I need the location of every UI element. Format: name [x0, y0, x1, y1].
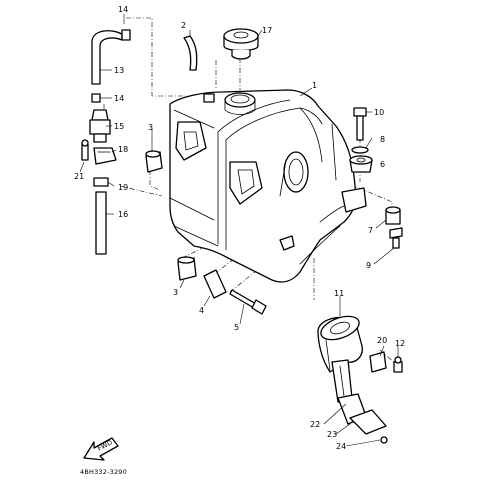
leader-lines [79, 14, 399, 447]
callout-19: 19 [118, 183, 128, 192]
fuel-pump-bracket [369, 351, 387, 373]
fuel-hose-upper [91, 29, 131, 103]
callout-12: 12 [395, 339, 405, 348]
callout-6: 6 [380, 160, 385, 169]
washer [351, 146, 369, 154]
callout-4: 4 [199, 306, 204, 315]
bolt-lower [229, 289, 267, 315]
callout-3-lower: 3 [173, 288, 178, 297]
callout-7: 7 [368, 226, 373, 235]
callout-18: 18 [118, 145, 128, 154]
collar [203, 269, 227, 299]
callout-2: 2 [181, 21, 186, 30]
callout-13: 13 [114, 66, 124, 75]
fuel-pump-assembly [317, 315, 387, 435]
callout-15: 15 [114, 122, 124, 131]
damper-side [385, 206, 401, 225]
callout-5: 5 [234, 323, 239, 332]
callout-21: 21 [74, 172, 84, 181]
part-code: 4BH332-3290 [80, 468, 127, 476]
bolt-upper [353, 107, 367, 141]
callout-14-top: 14 [118, 5, 128, 14]
bolt-side [389, 227, 403, 249]
fuel-tank [169, 89, 367, 283]
damper-right [349, 155, 373, 173]
fuel-cock-bracket [81, 139, 117, 165]
callout-8: 8 [380, 135, 385, 144]
damper-upper [145, 150, 163, 173]
hose-clip [93, 177, 109, 187]
fwd-arrow: FWD [83, 437, 119, 461]
damper-lower [177, 256, 197, 281]
callout-11: 11 [334, 289, 344, 298]
callout-1: 1 [312, 81, 317, 90]
callout-16: 16 [118, 210, 128, 219]
fuel-pump-screw [393, 356, 403, 373]
callout-9: 9 [366, 261, 371, 270]
filler-cap [223, 28, 259, 60]
fuel-hose-lower [95, 191, 107, 255]
pump-filter [380, 436, 388, 444]
fuel-cock [89, 109, 111, 143]
callout-3-upper: 3 [148, 123, 153, 132]
callout-24: 24 [336, 442, 346, 451]
callout-23: 23 [327, 430, 337, 439]
callout-labels: 14 2 17 1 13 14 15 3 18 21 19 16 10 8 6 … [74, 5, 405, 451]
callout-10: 10 [374, 108, 384, 117]
breather-hose [183, 35, 198, 71]
callout-20: 20 [377, 336, 387, 345]
callout-17: 17 [262, 26, 272, 35]
callout-22: 22 [310, 420, 320, 429]
callout-14-mid: 14 [114, 94, 124, 103]
